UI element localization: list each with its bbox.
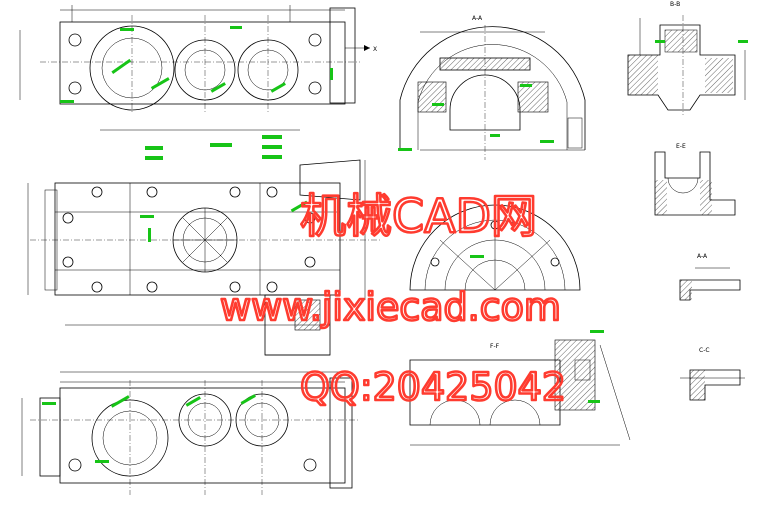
detail-aa-label: A-A <box>697 253 708 260</box>
front-section-view <box>27 135 380 356</box>
watermark: 机械CAD网 www.jixiecad.com QQ:20425042 <box>219 188 568 411</box>
top-plan-view: X <box>19 5 377 131</box>
section-bb-label: B-B <box>670 1 680 8</box>
detail-cc-label: C-C <box>699 347 710 354</box>
watermark-line3: QQ:20425042 <box>300 365 566 409</box>
section-ee-label: E-E <box>676 143 686 150</box>
section-bb-view: B-B <box>627 1 748 115</box>
section-aa-view: A-A <box>398 15 586 160</box>
section-ff-label: F-F <box>490 343 500 350</box>
section-ff-view: F-F <box>409 330 631 446</box>
detail-aa-view: A-A <box>679 253 741 301</box>
bottom-plan-view <box>21 371 360 495</box>
boss-arc-view <box>409 204 581 291</box>
watermark-line2: www.jixiecad.com <box>220 285 561 329</box>
watermark-line1: 机械CAD网 <box>300 189 537 243</box>
section-aa-label: A-A <box>472 15 483 22</box>
detail-cc-view: C-C <box>680 347 745 401</box>
view-arrow-label: X <box>373 46 377 53</box>
section-ee-view: E-E <box>654 143 736 216</box>
